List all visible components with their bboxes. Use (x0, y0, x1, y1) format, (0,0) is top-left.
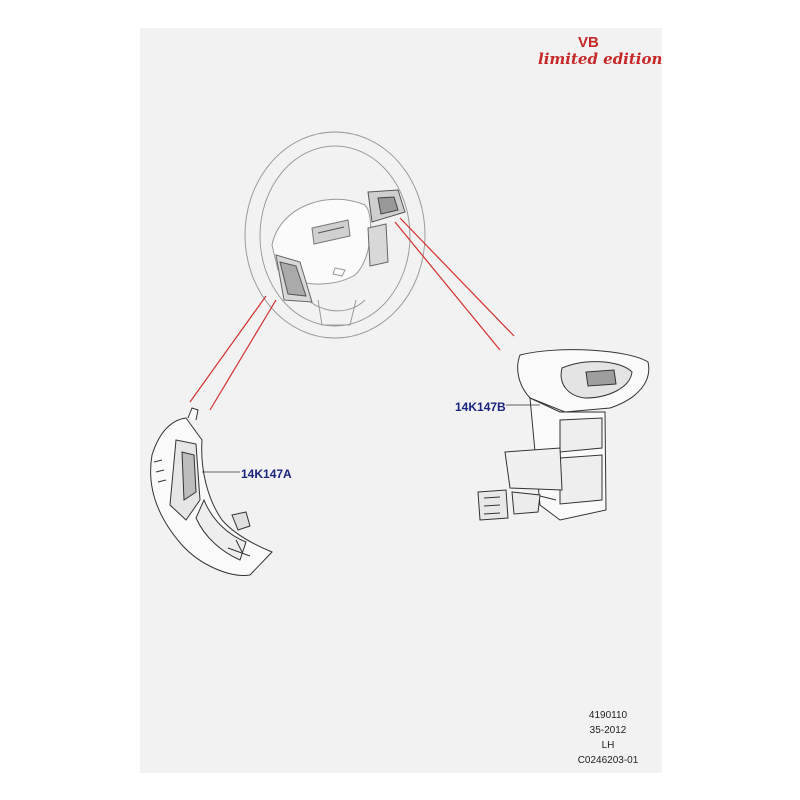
reference-line-4: C0246203-01 (577, 755, 639, 766)
leader-lines (189, 217, 515, 411)
right-switch-pack-illustration (477, 349, 650, 521)
brand-edition-label: limited edition (538, 50, 663, 68)
leader-line-b2 (399, 217, 515, 337)
callout-pointers (202, 404, 540, 473)
reference-block: 4190110 35-2012 LH C0246203-01 (566, 708, 650, 768)
leader-line-a2 (209, 299, 277, 411)
part-number-callout-a: 14K147A (241, 467, 292, 481)
part-number-callout-b: 14K147B (455, 400, 506, 414)
reference-line-2: 35-2012 (589, 725, 627, 736)
leader-line-b1 (394, 221, 501, 351)
reference-line-1: 4190110 (588, 710, 628, 721)
reference-line-3: LH (601, 740, 615, 751)
left-switch-pack-illustration (150, 407, 273, 576)
steering-wheel-illustration (244, 131, 426, 339)
brand-code: VB (578, 34, 599, 51)
leader-line-a1 (189, 295, 267, 403)
